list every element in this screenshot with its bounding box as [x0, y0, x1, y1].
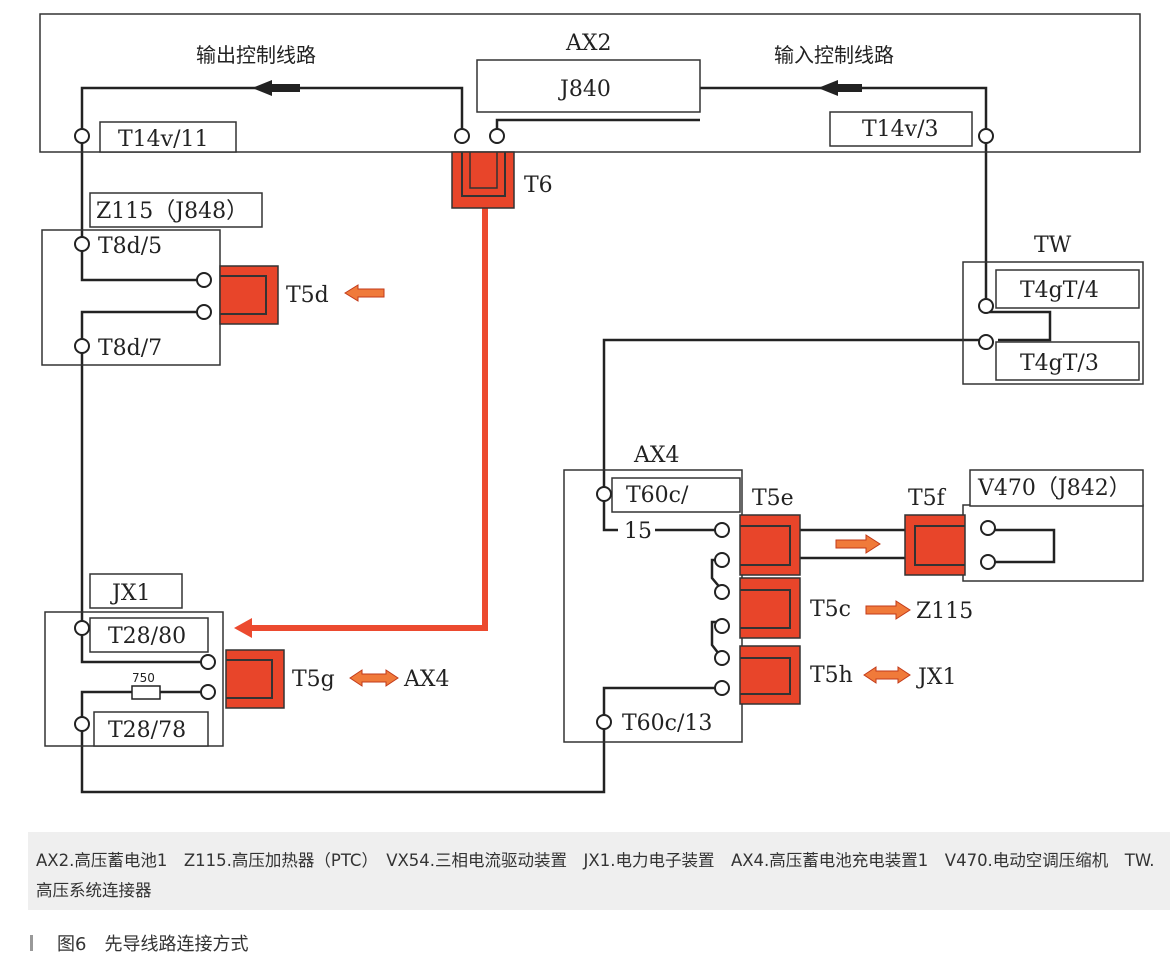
- t8d7-label: T8d/7: [98, 336, 162, 361]
- flow-arrows: [252, 80, 911, 687]
- resistor-value-label: 750: [132, 671, 155, 685]
- t4gt4-label: T4gT/4: [1020, 278, 1099, 303]
- t5c-label: T5c: [810, 597, 851, 622]
- t5d-left-arrow: [344, 284, 385, 302]
- t8d5-label: T8d/5: [98, 234, 162, 259]
- pins: [74, 128, 996, 732]
- labels: AX2 J840 输出控制线路 输入控制线路 T14v/11 T14v/3 T6…: [96, 31, 1131, 743]
- wires: [80, 86, 1056, 794]
- connectors: [219, 151, 966, 709]
- v470-label: V470（J842）: [977, 476, 1131, 501]
- t4gt3-label: T4gT/3: [1020, 351, 1099, 376]
- t5c-target-label: Z115: [916, 599, 973, 624]
- t5g-label: T5g: [292, 667, 335, 692]
- t2878-label-box: [93, 711, 209, 747]
- caption-text: 图6 先导线路连接方式: [57, 934, 249, 955]
- module-boxes: [39, 13, 1144, 747]
- input-flow-label: 输入控制线路: [774, 43, 894, 67]
- figure-caption: 图6 先导线路连接方式: [30, 930, 248, 956]
- jx1-label: JX1: [110, 581, 150, 606]
- ax2-label: AX2: [565, 31, 612, 56]
- t14v11-label: T14v/11: [118, 127, 209, 152]
- t60c15-label: 15: [624, 519, 652, 544]
- connector-t5h: [739, 645, 801, 705]
- pilot-line: [234, 208, 488, 638]
- v470-label-box: [969, 469, 1144, 507]
- t14v11-label-box: [99, 121, 237, 153]
- t60c-label: T60c/: [626, 483, 689, 508]
- ax4-label: AX4: [633, 443, 680, 468]
- j840-box: [476, 59, 701, 113]
- connector-t5d: [219, 265, 279, 325]
- t5g-double-arrow: [349, 669, 399, 687]
- connector-t5e: [739, 514, 801, 576]
- output-flow-label: 输出控制线路: [196, 43, 316, 67]
- t14v3-label-box: [829, 111, 973, 147]
- t4gt3-label-box: [995, 341, 1140, 381]
- caption-marker: [30, 935, 33, 951]
- jx1-label-box: [89, 573, 183, 609]
- t2880-label-box: [89, 617, 209, 653]
- t5d-label: T5d: [286, 283, 329, 308]
- output-direction-arrow: [252, 80, 272, 96]
- connector-t5c: [739, 577, 801, 639]
- t4gt4-label-box: [995, 269, 1140, 309]
- t2880-label: T28/80: [108, 624, 186, 649]
- t5h-label: T5h: [810, 663, 853, 688]
- t5h-double-arrow: [863, 666, 911, 684]
- t5g-target-label: AX4: [403, 667, 450, 692]
- tw-box: [962, 261, 1144, 385]
- legend-text: AX2.高压蓄电池1 Z115.高压加热器（PTC） VX54.三相电流驱动装置…: [36, 851, 1155, 900]
- t60c-label-box: [611, 477, 741, 513]
- t5e-right-arrow: [835, 534, 881, 554]
- t5c-right-arrow: [865, 600, 911, 620]
- t5f-label: T5f: [908, 486, 947, 511]
- t5h-target-label: JX1: [916, 665, 956, 690]
- connector-t6: [451, 151, 515, 209]
- ax2-box: [39, 13, 1141, 153]
- t60c13-label: T60c/13: [622, 711, 712, 736]
- j840-label: J840: [558, 77, 611, 102]
- input-direction-arrow: [818, 80, 838, 96]
- legend-panel: AX2.高压蓄电池1 Z115.高压加热器（PTC） VX54.三相电流驱动装置…: [28, 832, 1170, 910]
- t5e-label: T5e: [752, 486, 794, 511]
- tw-label: TW: [1034, 233, 1072, 258]
- z115-label: Z115（J848）: [96, 199, 248, 224]
- t6-label: T6: [524, 173, 553, 198]
- z115-label-box: [89, 192, 263, 228]
- pilot-circuit-diagram: AX2 J840 输出控制线路 输入控制线路 T14v/11 T14v/3 T6…: [39, 13, 1144, 794]
- connector-t5g: [225, 649, 285, 709]
- t14v3-label: T14v/3: [862, 117, 939, 142]
- t2878-label: T28/78: [108, 718, 186, 743]
- connector-t5f: [904, 514, 966, 576]
- resistor: [131, 685, 161, 700]
